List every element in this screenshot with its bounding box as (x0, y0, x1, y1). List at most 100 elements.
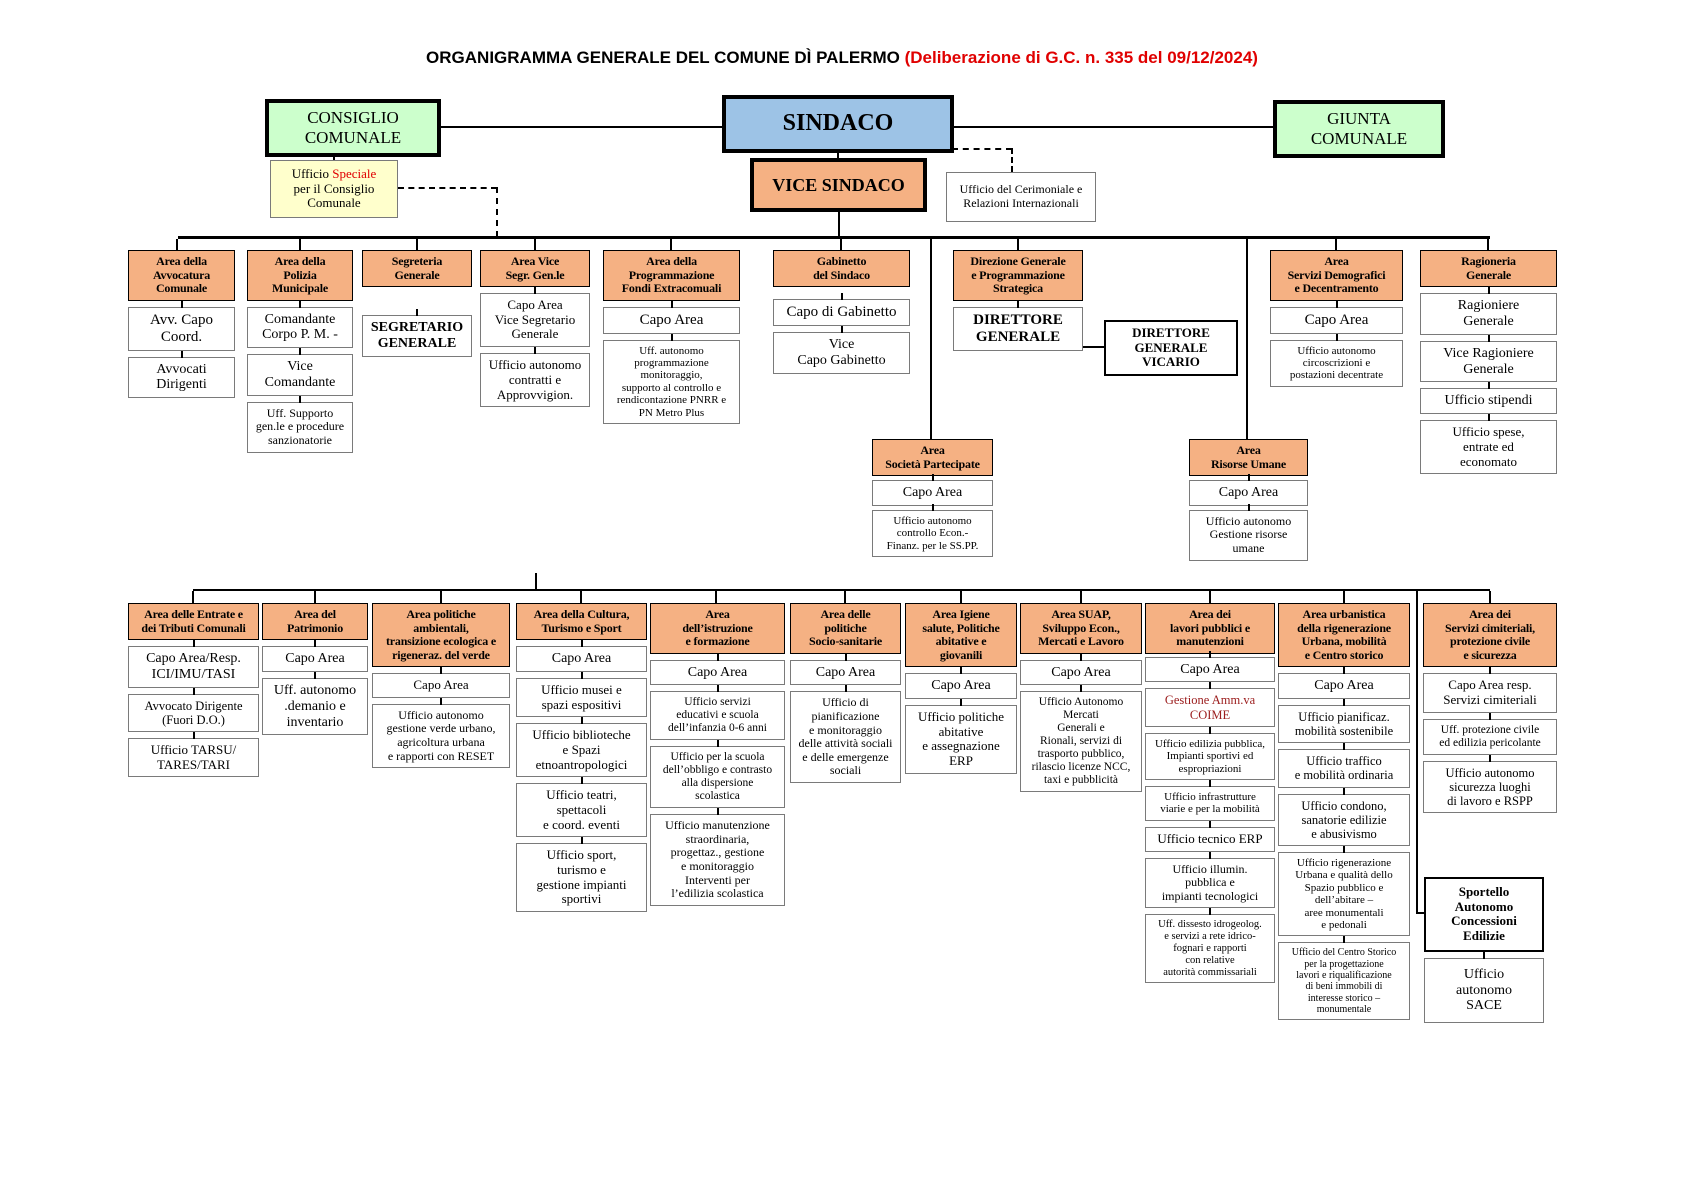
connector-dashed (496, 187, 498, 237)
node-box: Capo Area (603, 300, 740, 334)
node-box: Ufficio autonomo gestione verde urbano, … (372, 697, 510, 769)
connector (1083, 346, 1104, 348)
connector (333, 156, 335, 161)
col-ragioneria: Ragioneria Generale Ragioniere Generale … (1420, 250, 1557, 475)
node-ufficio-speciale-consiglio: Ufficio Speciale per il Consiglio Comuna… (270, 160, 398, 218)
col-politiche-sociosanitarie: Area delle politiche Socio-sanitarie Cap… (790, 603, 901, 783)
col-polizia: Area della Polizia Municipale Comandante… (247, 250, 353, 453)
col-urbanistica: Area urbanistica della rigenerazione Urb… (1278, 603, 1410, 1021)
connector (960, 591, 962, 603)
node-box: Ufficio pianificaz. mobilità sostenibile (1278, 698, 1410, 744)
node-box: Avv. Capo Coord. (128, 300, 235, 351)
node-sindaco: SINDACO (722, 95, 954, 153)
node-box: Ufficio servizi educativi e scuola dell’… (650, 685, 785, 741)
node-box: Ufficio teatri, spettacoli e coord. even… (516, 777, 647, 838)
node-box: Ufficio musei e spazi espositivi (516, 671, 647, 718)
area-header: Area della Programmazione Fondi Extracom… (603, 250, 740, 301)
node-box: Capo Area (1270, 300, 1403, 334)
node-box: Uff. dissesto idrogeolog. e servizi a re… (1145, 908, 1275, 984)
connector (440, 591, 442, 603)
node-box: Ufficio del Centro Storico per la proget… (1278, 936, 1410, 1021)
area-header: Area delle Entrate e dei Tributi Comunal… (128, 603, 259, 641)
node-vice-sindaco: VICE SINDACO (750, 158, 927, 212)
area-header: Area dei lavori pubblici e manutenzioni (1145, 603, 1275, 654)
connector (844, 591, 846, 603)
connector (1343, 591, 1345, 603)
connector (1416, 591, 1418, 914)
node-box: Ufficio manutenzione straordinaria, prog… (650, 808, 785, 906)
node-box: Capo Area (1278, 667, 1410, 699)
col-gabinetto: Gabinetto del Sindaco Capo di Gabinetto … (773, 250, 910, 374)
area-header: Area Società Partecipate (872, 439, 993, 477)
node-box: Vice Comandante (247, 348, 353, 396)
title-deliberation-note: (Deliberazione di G.C. n. 335 del 09/12/… (904, 48, 1258, 67)
page-title: ORGANIGRAMMA GENERALE DEL COMUNE DÌ PALE… (0, 48, 1684, 68)
node-box: Vice Ragioniere Generale (1420, 334, 1557, 383)
area-header: Gabinetto del Sindaco (773, 250, 910, 288)
title-main: ORGANIGRAMMA GENERALE DEL COMUNE DÌ PALE… (426, 48, 905, 67)
node-box: Ufficio autonomo contratti e Approvvigio… (480, 347, 590, 408)
area-header: Area dell’istruzione e formazione (650, 603, 785, 654)
node-box: Ufficio autonomo controllo Econ.- Finanz… (872, 503, 993, 558)
area-header: Area della Polizia Municipale (247, 250, 353, 301)
col-politiche-ambientali: Area politiche ambientali, transizione e… (372, 603, 510, 769)
connector-dashed (398, 187, 497, 189)
col-sportello-sace: Sportello Autonomo Concessioni Edilizie … (1424, 877, 1544, 1024)
connector (534, 239, 536, 250)
area-header: Area SUAP, Sviluppo Econ., Mercati e Lav… (1020, 603, 1142, 654)
col-entrate-tributi: Area delle Entrate e dei Tributi Comunal… (128, 603, 259, 778)
connector (840, 239, 842, 250)
col-suap: Area SUAP, Sviluppo Econ., Mercati e Lav… (1020, 603, 1142, 793)
col-istruzione-formazione: Area dell’istruzione e formazione Capo A… (650, 603, 785, 906)
col-programmazione-fondi: Area della Programmazione Fondi Extracom… (603, 250, 740, 425)
connector (416, 239, 418, 250)
connector (441, 126, 722, 128)
node-box: Vice Capo Gabinetto (773, 326, 910, 374)
node-box: Capo Area (1020, 653, 1142, 686)
node-box: Uff. Supporto gen.le e procedure sanzion… (247, 395, 353, 453)
node-box: Ufficio biblioteche e Spazi etnoantropol… (516, 717, 647, 778)
node-box: Capo Area (1189, 474, 1308, 506)
col-societa-partecipate: Area Società Partecipate Capo Area Uffic… (872, 439, 993, 558)
connector (1017, 239, 1019, 250)
node-box: Capo Area (1145, 650, 1275, 683)
node-box: Capo Area (650, 653, 785, 686)
area-header: Area della Avvocatura Comunale (128, 250, 235, 301)
node-box: Ufficio edilizia pubblica, Impianti spor… (1145, 726, 1275, 780)
node-box: Capo Area (516, 640, 647, 672)
area-header: Area politiche ambientali, transizione e… (372, 603, 510, 668)
connector (838, 211, 840, 239)
connector (1209, 591, 1211, 603)
connector (178, 236, 1490, 239)
area-header: Area Servizi Demografici e Decentramento (1270, 250, 1403, 301)
node-box: Capo Area (905, 667, 1017, 699)
col-servizi-demografici: Area Servizi Demografici e Decentramento… (1270, 250, 1403, 387)
node-box: Ufficio illumin. pubblica e impianti tec… (1145, 851, 1275, 909)
node-gestione-coime: Gestione Amm.va COIME (1145, 682, 1275, 727)
node-box: Ufficio autonomo circoscrizioni e postaz… (1270, 333, 1403, 387)
area-header: Area Vice Segr. Gen.le (480, 250, 590, 288)
connector (670, 239, 672, 250)
node-ufficio-sace: Ufficio autonomo SACE (1424, 951, 1544, 1024)
node-box: Ufficio Autonomo Mercati Generali e Rion… (1020, 685, 1142, 793)
node-box: Ragioniere Generale (1420, 287, 1557, 335)
node-box: Uff. protezione civile ed edilizia peric… (1423, 712, 1557, 755)
col-risorse-umane: Area Risorse Umane Capo Area Ufficio aut… (1189, 439, 1308, 561)
col-lavori-pubblici: Area dei lavori pubblici e manutenzioni … (1145, 603, 1275, 984)
area-header: Area Risorse Umane (1189, 439, 1308, 477)
connector (176, 239, 178, 250)
area-header: Ragioneria Generale (1420, 250, 1557, 288)
connector-dashed (952, 148, 1012, 150)
node-box: Ufficio infrastrutture viarie e per la m… (1145, 779, 1275, 821)
node-box: Avvocato Dirigente (Fuori D.O.) (128, 687, 259, 732)
col-vice-segretario: Area Vice Segr. Gen.le Capo Area Vice Se… (480, 250, 590, 408)
area-header: Segreteria Generale (362, 250, 472, 288)
node-box: Ufficio autonomo sicurezza luoghi di lav… (1423, 754, 1557, 813)
ufficio-speciale-text: Ufficio (291, 165, 333, 181)
connector (580, 591, 582, 603)
area-header: Area urbanistica della rigenerazione Urb… (1278, 603, 1410, 668)
col-avvocatura: Area della Avvocatura Comunale Avv. Capo… (128, 250, 235, 399)
node-box: Ufficio sport, turismo e gestione impian… (516, 837, 647, 913)
node-box: Ufficio condono, sanatorie edilizie e ab… (1278, 787, 1410, 846)
